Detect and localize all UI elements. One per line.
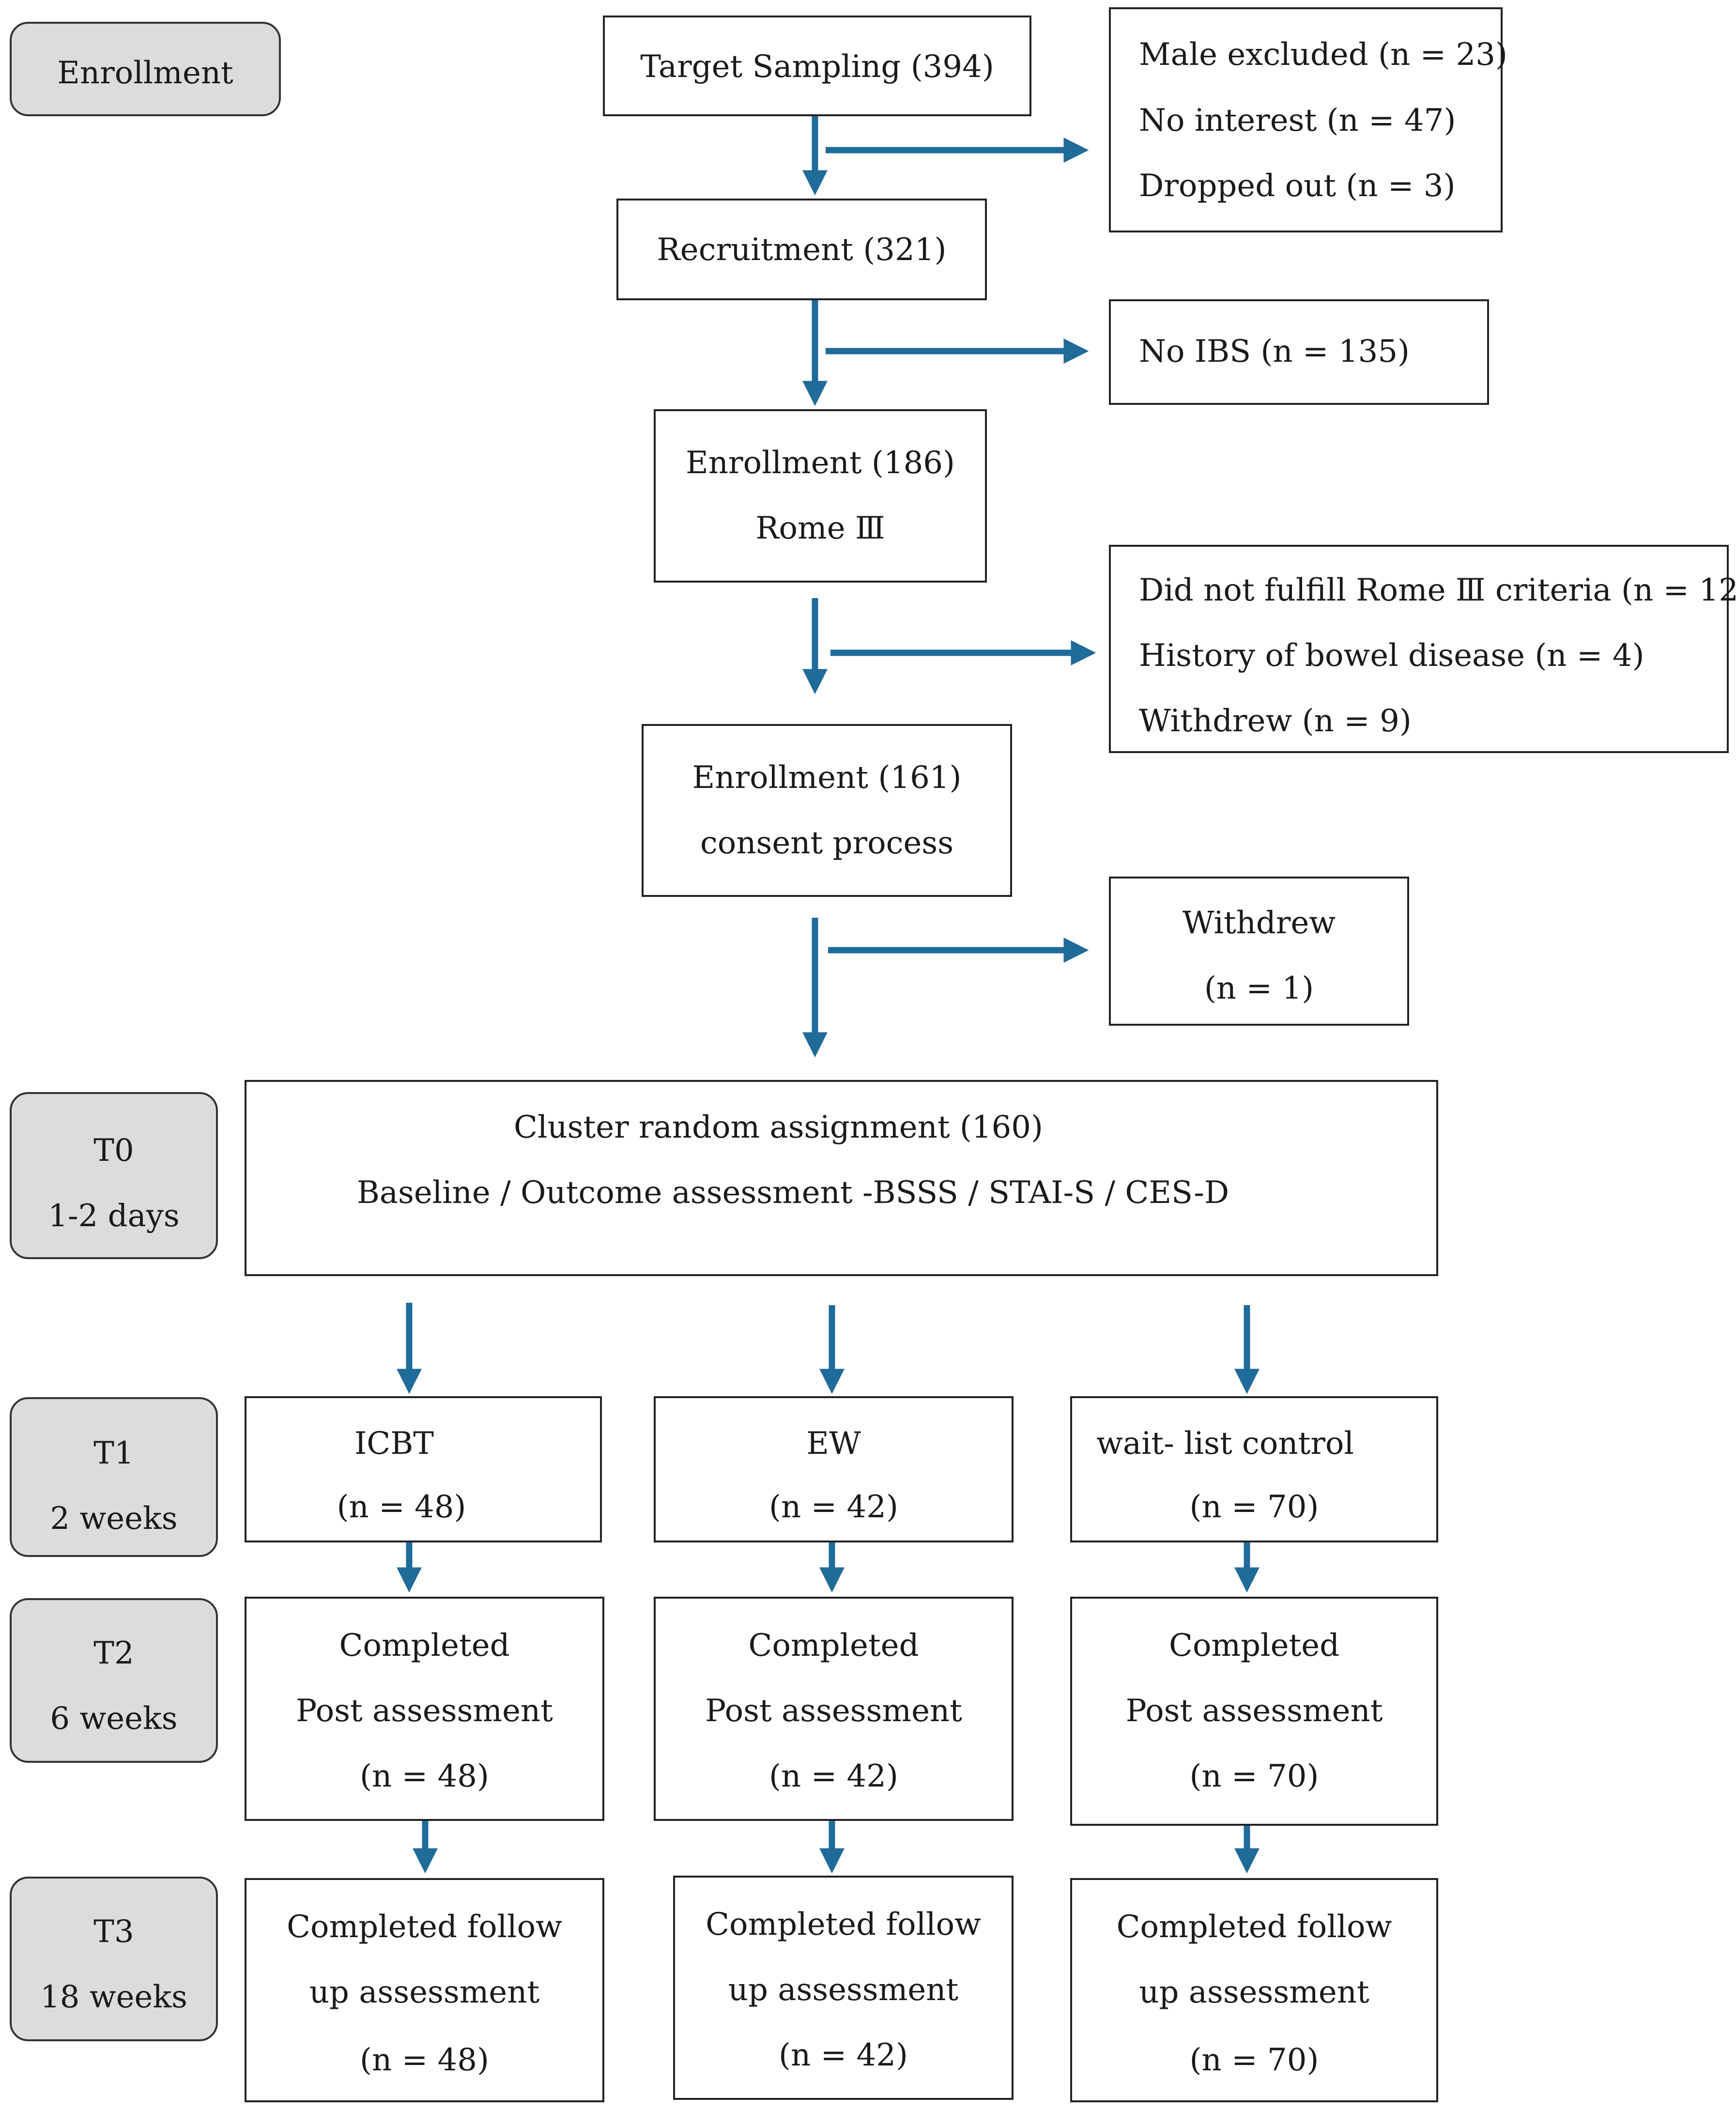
wait-list-followup-box: Completed follow up assessment (n = 70) — [1070, 1878, 1438, 2102]
enrollment-consent-box: Enrollment (161) consent process — [642, 724, 1012, 897]
recruitment-box: Recruitment (321) — [616, 199, 987, 300]
wait-list-post-completed: Completed — [1168, 1628, 1340, 1664]
stage-t1-duration: 2 weeks — [50, 1501, 178, 1537]
exclusion-male: Male excluded (n = 23) — [1139, 37, 1507, 73]
ew-followup-box: Completed follow up assessment (n = 42) — [673, 1876, 1014, 2100]
ew-post-completed: Completed — [748, 1628, 919, 1664]
wait-list-followup-count: (n = 70) — [1189, 2042, 1319, 2078]
exclusion-bowel-history: History of bowel disease (n = 4) — [1139, 638, 1644, 674]
icbt-post-box: Completed Post assessment (n = 48) — [245, 1597, 604, 1821]
icbt-followup-assessment: up assessment — [309, 1974, 540, 2010]
ew-followup-count: (n = 42) — [779, 2037, 908, 2073]
exclusion-box-3: Did not fulfill Rome Ⅲ criteria (n = 12)… — [1109, 545, 1736, 753]
ew-post-assessment: Post assessment — [705, 1693, 962, 1729]
icbt-followup-count: (n = 48) — [360, 2042, 489, 2078]
icbt-group-box: ICBT (n = 48) — [245, 1396, 602, 1542]
stage-enrollment: Enrollment — [10, 22, 281, 116]
cluster-assignment-box: Cluster random assignment (160) Baseline… — [245, 1080, 1438, 1276]
cluster-assignment-label: Cluster random assignment (160) — [514, 1109, 1043, 1145]
exclusion-box-4: Withdrew (n = 1) — [1109, 877, 1409, 1026]
ew-group-box: EW (n = 42) — [654, 1396, 1014, 1542]
ew-post-count: (n = 42) — [769, 1758, 898, 1794]
stage-t0: T0 1-2 days — [10, 1092, 218, 1259]
icbt-followup-box: Completed follow up assessment (n = 48) — [245, 1878, 604, 2102]
exclusion-no-interest: No interest (n = 47) — [1139, 103, 1456, 139]
target-sampling-label: Target Sampling (394) — [640, 49, 994, 85]
wait-list-followup-completed: Completed follow — [1116, 1909, 1392, 1945]
stage-t3-duration: 18 weeks — [40, 1979, 187, 2015]
consent-process-label: consent process — [700, 825, 954, 861]
exclusion-box-2: No IBS (n = 135) — [1109, 299, 1489, 405]
icbt-label: ICBT — [354, 1426, 434, 1462]
icbt-post-completed: Completed — [339, 1628, 510, 1664]
wait-list-label: wait- list control — [1096, 1426, 1354, 1462]
enrollment-count-label: Enrollment (186) — [686, 445, 955, 481]
stage-t0-duration: 1-2 days — [48, 1198, 180, 1234]
ew-followup-completed: Completed follow — [706, 1907, 981, 1942]
rome-criteria-label: Rome Ⅲ — [755, 510, 885, 546]
exclusion-withdrew-count: (n = 1) — [1204, 971, 1314, 1006]
ew-followup-assessment: up assessment — [728, 1972, 959, 2008]
icbt-post-count: (n = 48) — [360, 1758, 489, 1794]
wait-list-post-assessment: Post assessment — [1125, 1693, 1383, 1729]
stage-t1-name: T1 — [93, 1435, 134, 1471]
ew-count: (n = 42) — [769, 1489, 898, 1525]
exclusion-no-ibs: No IBS (n = 135) — [1139, 334, 1410, 370]
exclusion-rome-criteria: Did not fulfill Rome Ⅲ criteria (n = 12) — [1139, 572, 1736, 608]
recruitment-label: Recruitment (321) — [657, 232, 947, 268]
ew-post-box: Completed Post assessment (n = 42) — [654, 1597, 1014, 1821]
enrollment-consent-count: Enrollment (161) — [692, 760, 962, 796]
exclusion-box-1: Male excluded (n = 23) No interest (n = … — [1109, 7, 1507, 232]
exclusion-withdrew-9: Withdrew (n = 9) — [1139, 703, 1412, 739]
wait-list-count: (n = 70) — [1189, 1489, 1319, 1525]
stage-enrollment-label: Enrollment — [57, 55, 233, 91]
stage-t2-duration: 6 weeks — [50, 1701, 178, 1737]
stage-t1: T1 2 weeks — [10, 1397, 218, 1557]
wait-list-post-count: (n = 70) — [1189, 1758, 1319, 1794]
stage-t0-name: T0 — [93, 1133, 134, 1169]
exclusion-withdrew: Withdrew — [1182, 905, 1336, 941]
icbt-count: (n = 48) — [337, 1489, 466, 1525]
wait-list-followup-assessment: up assessment — [1139, 1974, 1369, 2010]
icbt-followup-completed: Completed follow — [287, 1909, 562, 1945]
exclusion-dropped-out: Dropped out (n = 3) — [1139, 168, 1456, 204]
enrollment-rome-box: Enrollment (186) Rome Ⅲ — [654, 409, 987, 583]
wait-list-post-box: Completed Post assessment (n = 70) — [1070, 1597, 1438, 1826]
stage-t3-name: T3 — [93, 1914, 134, 1950]
baseline-assessment-label: Baseline / Outcome assessment -BSSS / ST… — [356, 1175, 1229, 1211]
stage-t2-name: T2 — [93, 1635, 134, 1671]
stage-t2: T2 6 weeks — [10, 1598, 218, 1763]
icbt-post-assessment: Post assessment — [296, 1693, 553, 1729]
stage-t3: T3 18 weeks — [10, 1877, 218, 2041]
target-sampling-box: Target Sampling (394) — [603, 15, 1031, 116]
ew-label: EW — [806, 1426, 861, 1462]
wait-list-group-box: wait- list control (n = 70) — [1070, 1396, 1438, 1542]
